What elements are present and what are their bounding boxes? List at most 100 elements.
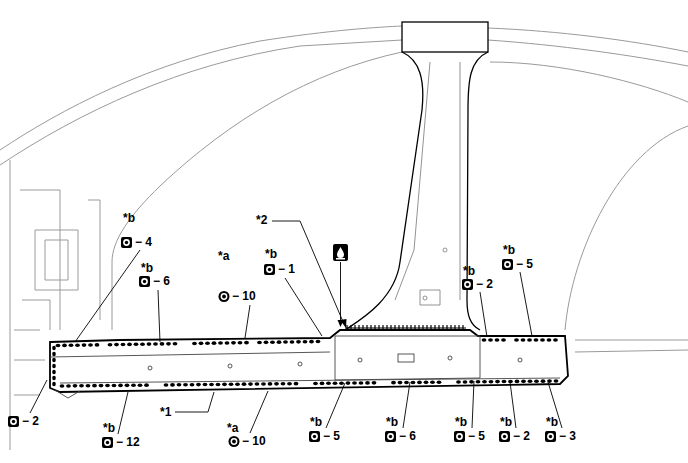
sealer-hatch (394, 325, 395, 331)
note-mark: *a (218, 250, 229, 263)
weld-dot (75, 343, 80, 347)
weld-dot (290, 340, 295, 344)
note-mark: *1 (160, 406, 171, 419)
weld-dot (528, 379, 533, 383)
weld-dot (257, 341, 262, 345)
sealer-hatch (422, 325, 423, 331)
weld-dot (222, 383, 227, 387)
note-mark: *b (310, 416, 322, 429)
weld-dot (131, 383, 136, 387)
weld-dot (242, 382, 247, 386)
weld-dot (52, 370, 56, 374)
weld-dot (114, 343, 119, 347)
weld-dot (164, 383, 169, 387)
weld-dot (359, 381, 364, 385)
spot-weld-symbol (456, 433, 463, 440)
note-mark: *b (503, 244, 515, 257)
weld-dot (287, 382, 292, 386)
weld-dot (73, 384, 78, 388)
sealer-hatch (358, 325, 359, 331)
weld-dot (313, 382, 318, 386)
weld-dot (79, 384, 84, 388)
weld-dot (268, 382, 273, 386)
spot-weld-symbol (102, 437, 113, 448)
weld-dot (216, 383, 221, 387)
spot-weld-symbol (8, 416, 19, 427)
callout-number: − 5 (468, 430, 485, 443)
spot-weld-symbol (464, 281, 471, 288)
spot-weld-symbol (309, 431, 320, 442)
weld-dot (235, 382, 240, 386)
weld-dot (62, 344, 67, 348)
weld-dot (170, 383, 175, 387)
spot-weld-symbol (462, 279, 473, 290)
weld-dot (391, 381, 396, 385)
sealer-hatch (402, 325, 403, 331)
weld-dot (281, 382, 286, 386)
sealer-hatch (386, 325, 387, 331)
spot-weld-symbol (313, 435, 316, 438)
spot-weld-symbol (549, 435, 552, 438)
callout-number: − 2 (22, 415, 39, 428)
sealer-hatch (446, 325, 447, 331)
weld-dot (121, 343, 126, 347)
b-pillar (345, 22, 488, 330)
callout-number: − 4 (135, 236, 152, 249)
weld-dot (482, 380, 487, 384)
sealer-hatch (442, 325, 443, 331)
weld-symbols (8, 237, 556, 448)
sealer-hatch (450, 325, 451, 331)
arrow-heads (338, 319, 347, 328)
weld-dot (502, 380, 507, 384)
weld-dot (92, 384, 97, 388)
weld-dot (88, 343, 93, 347)
spot-weld-symbol (503, 435, 506, 438)
sealer-hatch (426, 325, 427, 331)
weld-dot (153, 342, 158, 346)
weld-dot (52, 352, 56, 356)
sealer-hatch (378, 325, 379, 331)
callout-number: − 1 (278, 263, 295, 276)
spot-weld-symbol (104, 439, 111, 446)
weld-dot (274, 382, 279, 386)
weld-dot (66, 384, 71, 388)
weld-dot (112, 384, 117, 388)
sealer-hatch (350, 325, 351, 331)
note-mark: *b (123, 212, 135, 225)
weld-dot (212, 341, 217, 345)
spot-weld-symbol (123, 239, 130, 246)
weld-dot (69, 344, 74, 348)
weld-dot (105, 384, 110, 388)
spot-weld-symbol (502, 259, 513, 270)
weld-dot (192, 342, 197, 346)
spot-weld-symbol (387, 433, 394, 440)
weld-dot (527, 338, 532, 342)
weld-dot (52, 346, 56, 350)
weld-dot (238, 341, 243, 345)
weld-dot (160, 342, 165, 346)
spot-weld-symbol (125, 241, 128, 244)
spot-weld-symbol (545, 431, 556, 442)
sealer-hatch (462, 325, 463, 331)
context-lines (0, 26, 688, 450)
callout-number: − 5 (323, 430, 340, 443)
spot-weld-symbol (458, 435, 461, 438)
sealer-hatch (354, 325, 355, 331)
spot-weld-symbol (139, 276, 150, 287)
callout-number: − 6 (153, 275, 170, 288)
weld-dot (365, 381, 370, 385)
note-mark: *b (546, 416, 558, 429)
note-mark: *a (227, 422, 238, 435)
weld-dot (118, 384, 123, 388)
sealer-hatch (458, 325, 459, 331)
sealer-hatch (382, 325, 383, 331)
callout-number: − 12 (116, 436, 140, 449)
callout-number: − 10 (242, 435, 266, 448)
spot-weld-symbol (454, 431, 465, 442)
weld-dot (430, 380, 435, 384)
spot-weld-symbol (501, 433, 508, 440)
weld-dot (166, 342, 171, 346)
weld-dot (540, 338, 545, 342)
